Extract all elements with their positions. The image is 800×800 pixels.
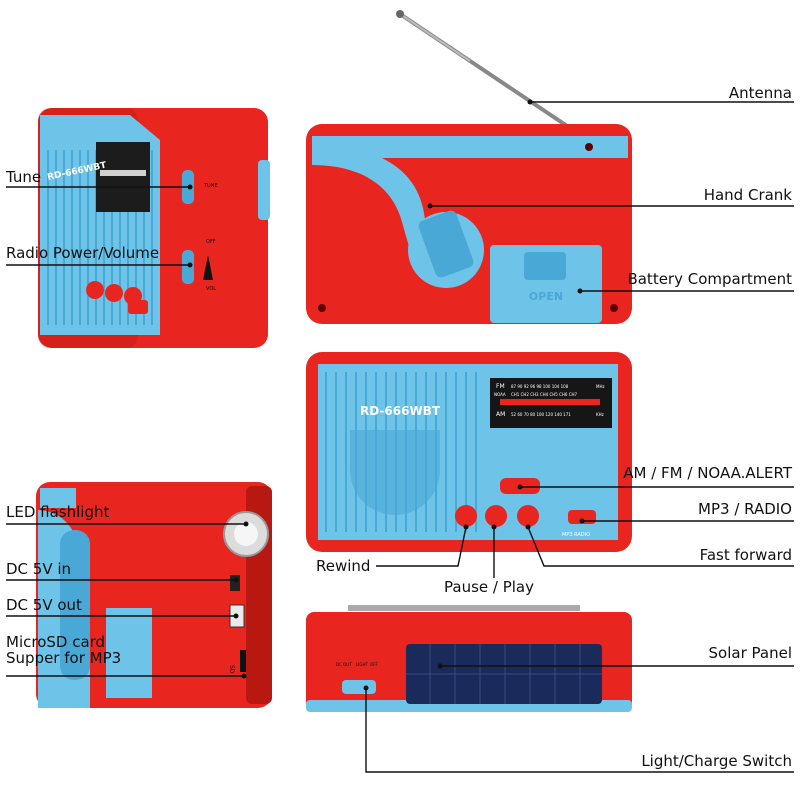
label-dc-in: DC 5V in [6, 560, 72, 578]
open-label: OPEN [529, 290, 563, 303]
label-microsd: MicroSD card Supper for MP3 [6, 634, 156, 666]
label-dc-out: DC 5V out [6, 596, 82, 614]
off-side-text: OFF [206, 239, 216, 245]
switch-dc-out: DC OUT [336, 662, 352, 667]
dial-khz: KHz [596, 412, 604, 417]
label-battery-compartment: Battery Compartment [627, 270, 792, 288]
label-antenna: Antenna [728, 84, 792, 102]
leader-rewind [376, 526, 467, 567]
vol-side-text: VOL [206, 286, 216, 292]
switch-off: OFF [370, 662, 378, 667]
label-am-fm-noaa: AM / FM / NOAA.ALERT [623, 464, 792, 482]
light-charge-switch[interactable] [342, 680, 376, 694]
dial-am-ticks: 52 60 70 80 100 120 140 171 [511, 412, 571, 417]
label-rewind: Rewind [316, 557, 371, 575]
label-solar-panel: Solar Panel [708, 644, 792, 662]
dial-fm: FM [496, 383, 505, 390]
dial-am: AM [496, 411, 505, 418]
label-led-flashlight: LED flashlight [6, 503, 110, 521]
label-fast-forward: Fast forward [699, 546, 792, 564]
leader-dots [187, 99, 585, 691]
label-light-charge-switch: Light/Charge Switch [641, 752, 792, 770]
top-view: DC OUT LIGHT OFF [306, 605, 632, 712]
leader-lines [6, 101, 794, 773]
label-mp3-radio: MP3 / RADIO [698, 500, 792, 518]
play-pause-button[interactable] [485, 505, 507, 527]
label-tune: Tune [6, 168, 42, 186]
tune-side-text: TUNE [203, 183, 218, 189]
side-view-ports: SD [36, 482, 272, 708]
dc-in-port[interactable] [230, 575, 240, 591]
dial-mhz: MHz [596, 384, 605, 389]
front-view: RD-666WBT FM 87 90 92 96 98 100 104 108 … [306, 352, 632, 552]
microsd-slot[interactable] [240, 650, 246, 672]
side-view-left: RD-666WBT TUNE OFF VOL [38, 108, 270, 348]
rewind-button[interactable] [455, 505, 477, 527]
label-hand-crank: Hand Crank [703, 186, 792, 204]
label-radio-power-volume: Radio Power/Volume [6, 244, 160, 262]
dial-fm-ticks: 87 90 92 96 98 100 104 108 [511, 384, 569, 389]
leader-ff [527, 526, 794, 567]
switch-light: LIGHT [356, 662, 369, 667]
back-view: OPEN [306, 10, 632, 324]
port-sd: SD [228, 665, 235, 674]
volume-knob[interactable] [182, 250, 194, 284]
model-label-front: RD-666WBT [360, 404, 441, 418]
dial-noaa-ticks: CH1 CH2 CH3 CH4 CH5 CH6 CH7 [511, 392, 578, 397]
mp3-radio-small: MP3 RADIO [562, 532, 590, 538]
label-pause-play: Pause / Play [444, 578, 534, 596]
leader-switch [365, 688, 794, 773]
label-microsd-line2: Supper for MP3 [6, 649, 122, 667]
label-microsd-line1: MicroSD card [6, 633, 106, 651]
battery-door[interactable] [490, 245, 602, 323]
dial-noaa: NOAA [494, 392, 506, 397]
fast-forward-button[interactable] [517, 505, 539, 527]
